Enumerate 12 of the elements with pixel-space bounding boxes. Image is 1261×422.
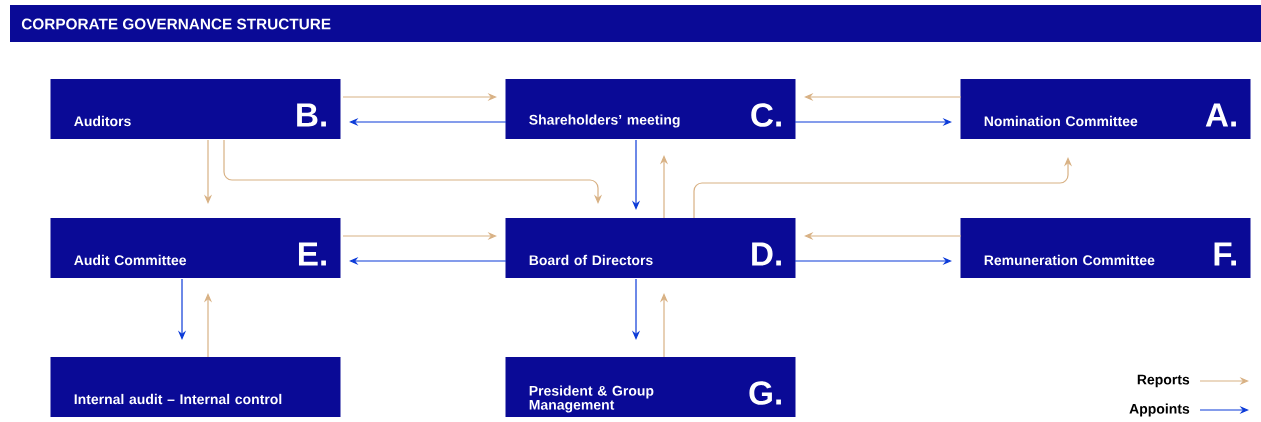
committee-box: Remuneration Committee F. xyxy=(960,218,1251,278)
committee-box: Board of Directors D. xyxy=(505,218,796,278)
legend-label: Appoints xyxy=(1129,403,1190,417)
committee-box: Audit Committee E. xyxy=(50,218,341,278)
committee-box: Nomination Committee A. xyxy=(960,79,1251,139)
committee-box: President & Group Management G. xyxy=(505,357,796,417)
committee-box: Shareholders’ meeting C. xyxy=(505,79,796,139)
committee-box: Internal audit – Internal control xyxy=(50,357,341,417)
arrow xyxy=(223,139,603,204)
title-bar: CORPORATE GOVERNANCE STRUCTURE xyxy=(10,5,1261,42)
committee-box: Auditors B. xyxy=(50,79,341,139)
legend-label: Reports xyxy=(1137,374,1190,388)
